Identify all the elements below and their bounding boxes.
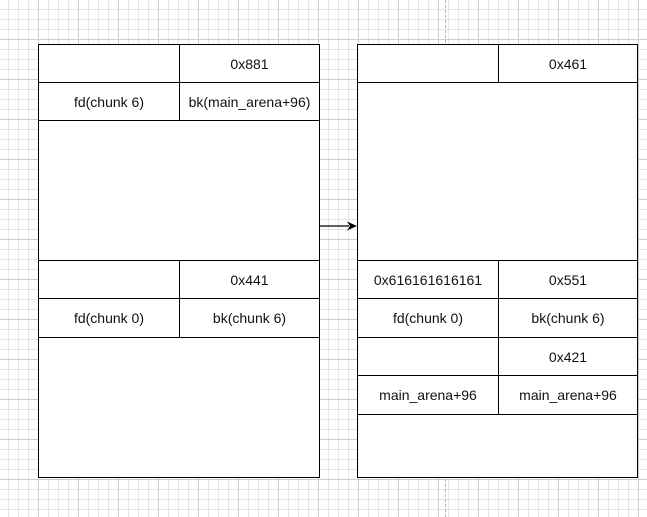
connector-arrow-head xyxy=(347,221,357,231)
left-bk-cell: bk(main_arena+96) xyxy=(179,82,320,121)
left-fd-cell: fd(chunk 6) xyxy=(38,82,180,121)
right-overflow-prev-size-cell: 0x616161616161 xyxy=(357,260,499,299)
left-inner-bk-cell: bk(chunk 6) xyxy=(179,298,320,338)
right-prev-size-cell xyxy=(357,44,499,83)
right-overflow-bk-cell: bk(chunk 6) xyxy=(498,298,638,338)
right-overflow-size-cell: 0x551 xyxy=(498,260,638,299)
right-size-cell: 0x461 xyxy=(498,44,638,83)
right-overflow-fd-cell: fd(chunk 0) xyxy=(357,298,499,338)
left-inner-size-cell: 0x441 xyxy=(179,260,320,299)
left-inner-fd-cell: fd(chunk 0) xyxy=(38,298,180,338)
right-inner-fd-cell: main_arena+96 xyxy=(357,375,499,415)
right-inner-bk-cell: main_arena+96 xyxy=(498,375,638,415)
